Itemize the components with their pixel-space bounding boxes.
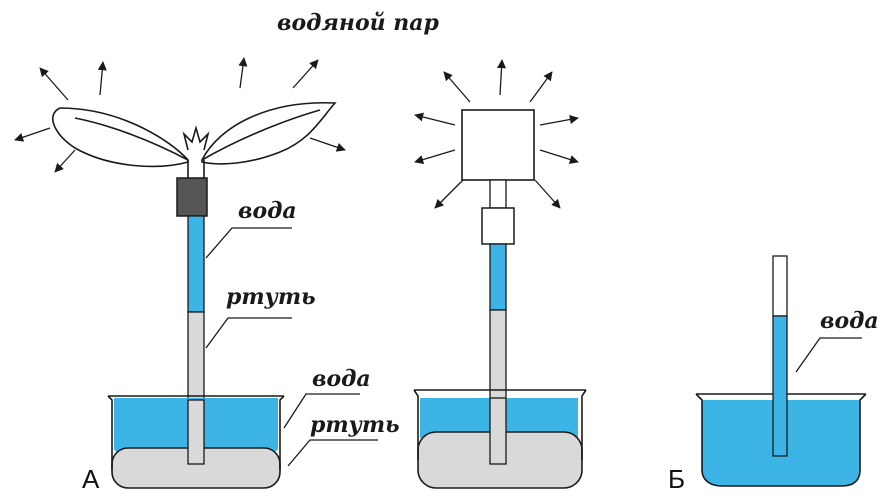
label-mercury-vessel-a: ртуть <box>310 412 400 438</box>
marker-a: А <box>82 464 100 494</box>
vapor-arrows-control <box>414 59 579 209</box>
vessel-a <box>107 395 285 489</box>
leaders-a <box>205 227 378 467</box>
plant-leaves <box>52 101 337 178</box>
apparatus-b: вода Б <box>668 255 879 494</box>
label-mercury-tube-a: ртуть <box>226 284 316 310</box>
vessel-control <box>413 389 587 489</box>
square-stem <box>489 179 507 209</box>
leader-water-b <box>795 337 862 373</box>
label-water-vessel-a: вода <box>312 366 371 392</box>
apparatus-a: вода ртуть вода ртуть А <box>14 57 400 494</box>
vapor-arrows-a <box>14 57 346 173</box>
marker-b: Б <box>668 464 685 494</box>
label-vapor: водяной пар <box>277 10 440 36</box>
tube-b <box>772 255 788 457</box>
label-water-b: вода <box>820 308 879 334</box>
stopper-a <box>176 177 208 217</box>
apparatus-control <box>413 59 587 489</box>
label-water-tube-a: вода <box>238 198 297 224</box>
stopper-control <box>481 207 515 245</box>
square-body <box>461 109 535 181</box>
